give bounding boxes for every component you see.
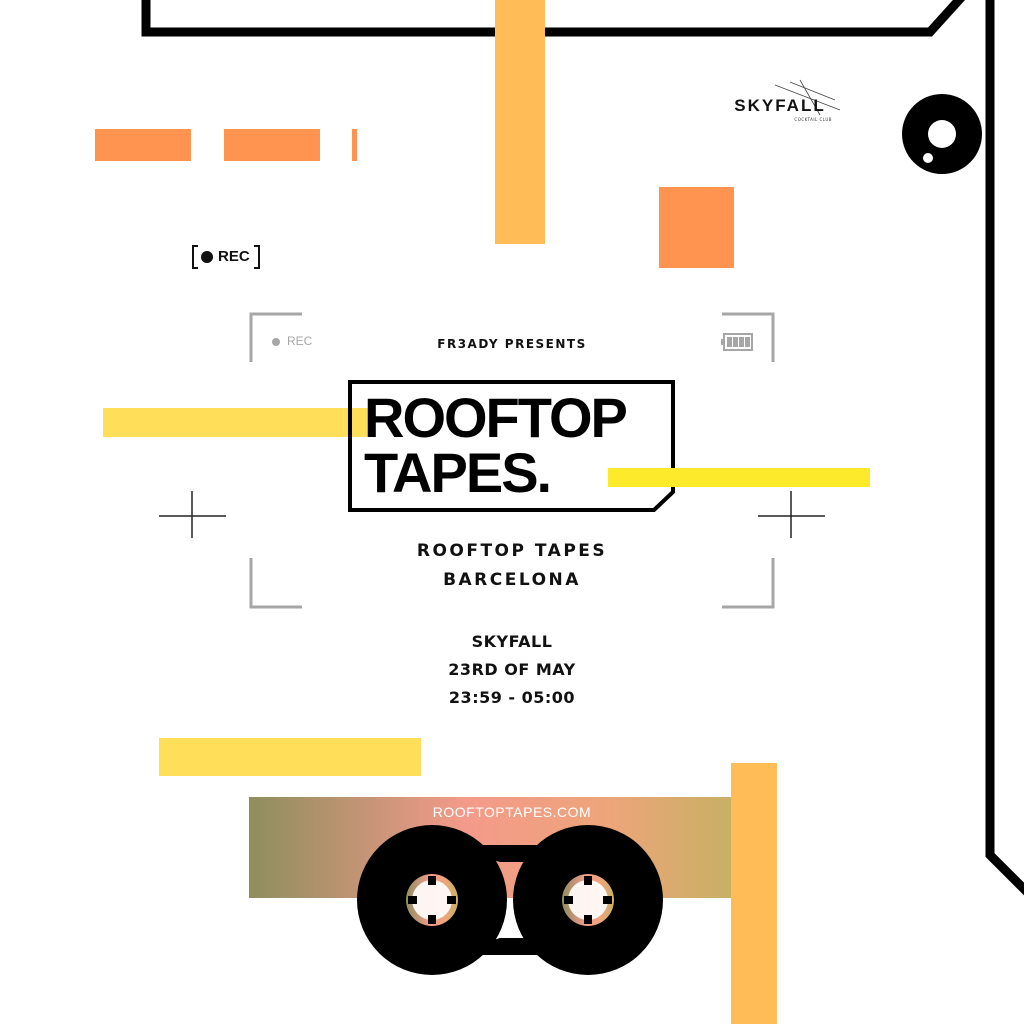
viewfinder-rec-dot — [272, 338, 280, 346]
skyfall-logo-subtext: COCKTAIL CLUB — [794, 117, 832, 122]
orange-square — [659, 187, 734, 268]
yellow-bar-bottom — [159, 738, 421, 776]
battery-icon — [721, 333, 753, 351]
viewfinder-corners — [249, 312, 775, 609]
event-time: 23:59 - 05:00 — [448, 688, 576, 707]
event-title-line-2: BARCELONA — [443, 570, 581, 590]
rec-label: REC — [218, 248, 250, 265]
website-link[interactable]: ROOFTOPTAPES.COM — [432, 804, 592, 820]
yellow-bar-left — [103, 408, 370, 437]
right-frame-line — [985, 0, 1024, 896]
logo-box — [348, 380, 675, 512]
event-venue: SKYFALL — [471, 632, 553, 651]
rec-bracket-icon — [192, 245, 260, 269]
skyfall-logo: SKYFALL COCKTAIL CLUB — [728, 96, 832, 122]
orange-bar-3 — [352, 129, 357, 161]
crosshairs — [159, 491, 825, 538]
skyfall-logo-text: SKYFALL — [734, 96, 826, 115]
logo-line-2: TAPES. — [364, 441, 552, 504]
orange-bar-1 — [95, 129, 191, 161]
light-orange-vertical-top — [495, 0, 545, 244]
event-date: 23RD OF MAY — [448, 660, 576, 679]
skyfall-logo-lines — [774, 79, 841, 116]
bright-yellow-bar — [608, 468, 870, 487]
top-frame-line — [141, 0, 966, 37]
light-orange-vertical-bottom — [731, 763, 777, 1024]
presenter-text: FR3ADY PRESENTS — [437, 337, 587, 351]
rec-dot-icon — [201, 251, 213, 263]
viewfinder-rec-label: REC — [287, 334, 313, 348]
orange-bar-2 — [224, 129, 320, 161]
tape-reel-icon — [902, 94, 982, 174]
logo-line-1: ROOFTOP — [364, 386, 628, 449]
event-title-line-1: ROOFTOP TAPES — [416, 541, 608, 561]
cassette-reels-icon — [357, 825, 663, 975]
